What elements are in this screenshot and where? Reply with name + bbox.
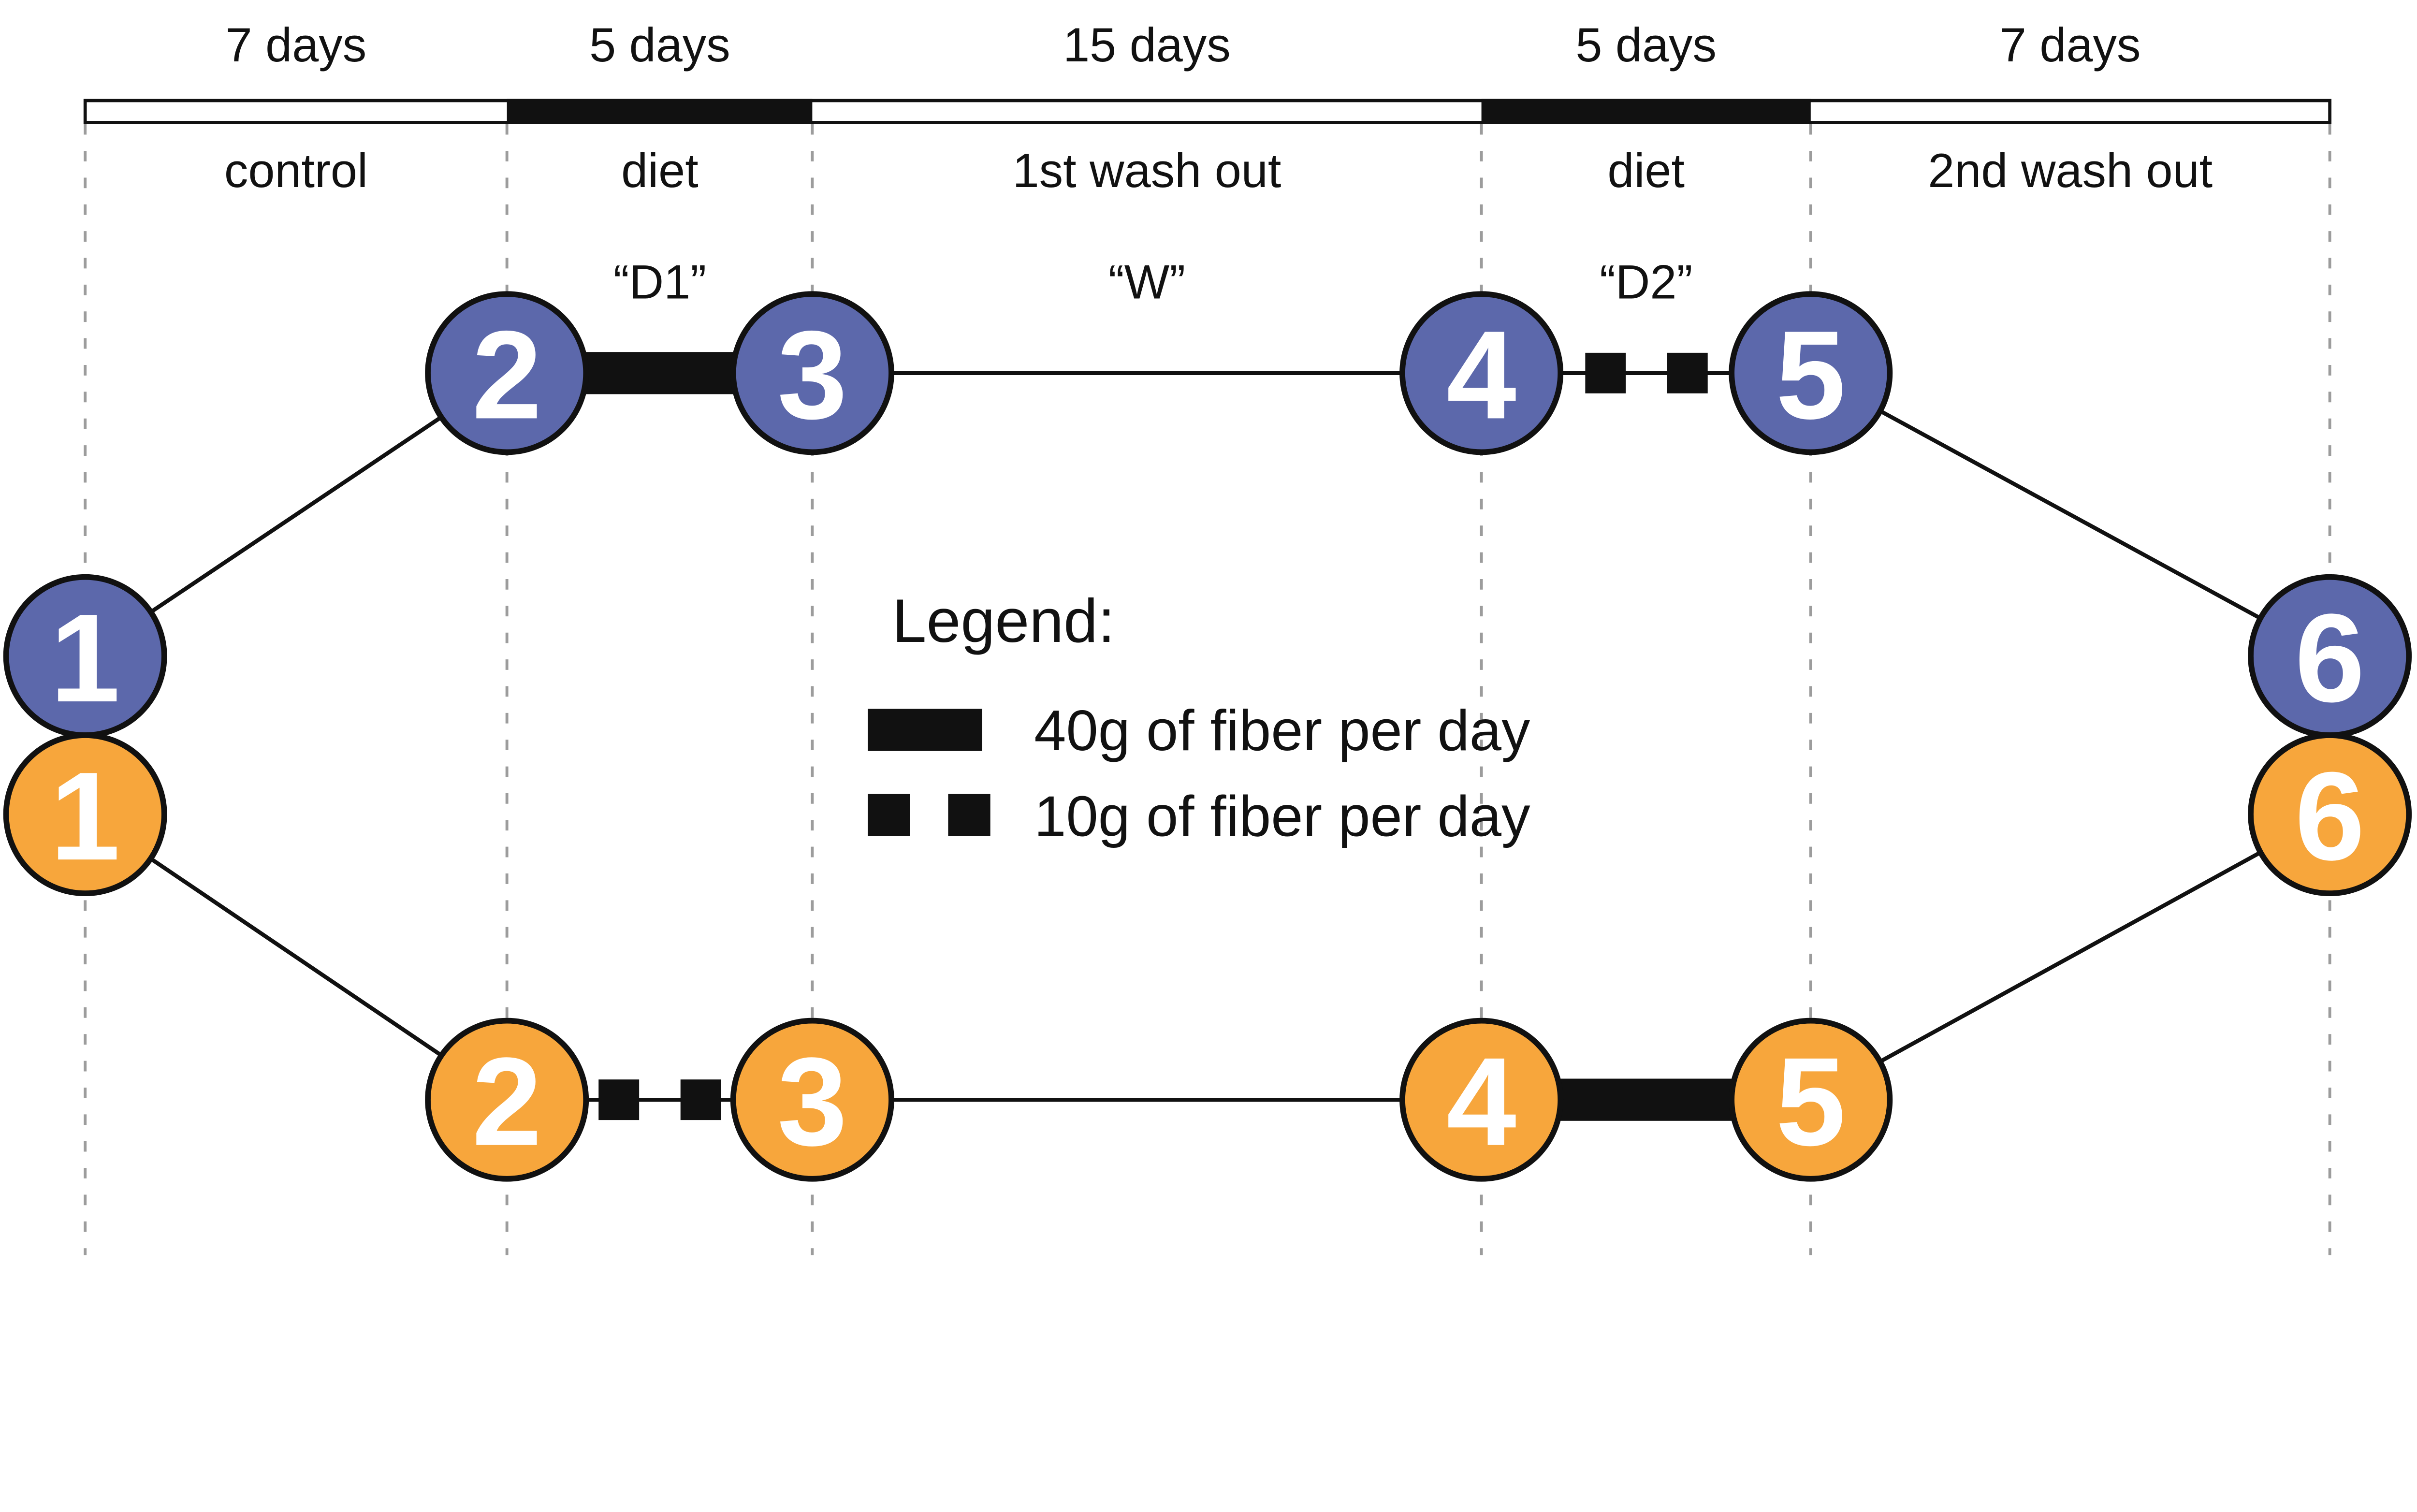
40g-bar-swatch-icon <box>868 709 982 751</box>
phase-sublabel-d2: “D2” <box>1600 255 1692 309</box>
arm-top-nodes: 1 2 3 4 5 6 <box>3 291 2412 738</box>
node-bottom-3: 3 <box>730 1018 894 1182</box>
duration-label: 5 days <box>589 18 730 72</box>
node-label: 1 <box>50 588 120 728</box>
edge-top-1-2 <box>84 371 508 658</box>
node-circle <box>2248 732 2412 897</box>
node-circle <box>1729 1018 1893 1182</box>
10g-square-icon <box>1667 352 1708 393</box>
phase-label: 1st wash out <box>1013 144 1281 197</box>
node-label: 2 <box>472 1032 542 1172</box>
phase-sublabels: “D1” “W” “D2” <box>613 255 1693 309</box>
phase-label: 2nd wash out <box>1928 144 2213 197</box>
node-bottom-6: 6 <box>2248 732 2412 897</box>
node-circle <box>730 291 894 455</box>
node-label: 5 <box>1776 1032 1846 1172</box>
diet-segment-d2 <box>1481 99 1811 124</box>
edge-top-5-6 <box>1809 371 2331 658</box>
edge-bottom-1-2 <box>84 813 509 1102</box>
crossover-study-diagram: 7 days 5 days 15 days 5 days 7 days cont… <box>3 17 2412 1255</box>
node-label: 4 <box>1446 1032 1517 1172</box>
10g-square-swatch-icon <box>948 794 990 836</box>
arm-top-edges <box>84 352 2331 658</box>
legend-item-10g: 10g of fiber per day <box>868 785 1530 849</box>
legend-title: Legend: <box>892 587 1115 655</box>
node-circle <box>1399 291 1564 455</box>
phase-durations: 7 days 5 days 15 days 5 days 7 days <box>226 18 2141 72</box>
phase-label: control <box>224 144 368 197</box>
node-bottom-5: 5 <box>1729 1018 1893 1182</box>
node-bottom-1: 1 <box>3 732 167 897</box>
node-label: 6 <box>2295 746 2365 887</box>
timeline-bar <box>83 99 2331 124</box>
node-label: 3 <box>777 305 847 445</box>
node-label: 6 <box>2295 588 2365 728</box>
10g-square-icon <box>1585 352 1626 393</box>
node-label: 5 <box>1776 305 1846 445</box>
phase-labels: control diet 1st wash out diet 2nd wash … <box>224 144 2213 197</box>
node-label: 3 <box>777 1032 847 1172</box>
duration-label: 7 days <box>2000 18 2141 72</box>
phase-label: diet <box>1607 144 1685 197</box>
10g-square-icon <box>680 1079 721 1120</box>
node-label: 4 <box>1446 305 1517 445</box>
study-design-figure: 7 days 5 days 15 days 5 days 7 days cont… <box>3 17 2412 1255</box>
node-top-6: 6 <box>2248 574 2412 738</box>
phase-sublabel-w: “W” <box>1108 255 1185 309</box>
phase-boundaries <box>84 124 2331 1255</box>
node-bottom-4: 4 <box>1399 1018 1564 1182</box>
node-label: 1 <box>50 746 120 887</box>
duration-label: 15 days <box>1063 18 1231 72</box>
node-top-5: 5 <box>1729 291 1893 455</box>
edge-bottom-5-6 <box>1809 812 2331 1102</box>
10g-square-swatch-icon <box>868 794 910 836</box>
phase-label: diet <box>621 144 699 197</box>
legend-item-label: 10g of fiber per day <box>1034 785 1530 849</box>
legend-item-label: 40g of fiber per day <box>1034 698 1530 763</box>
10g-square-icon <box>598 1079 640 1120</box>
node-top-2: 2 <box>425 291 589 455</box>
diet-segment-d1 <box>507 99 813 124</box>
node-top-1: 1 <box>3 574 167 738</box>
arm-bottom-edges <box>84 812 2331 1121</box>
node-circle <box>1729 291 1893 455</box>
node-circle <box>730 1018 894 1182</box>
node-circle <box>1399 1018 1564 1182</box>
node-top-3: 3 <box>730 291 894 455</box>
arm-bottom-nodes: 1 2 3 4 5 6 <box>3 732 2412 1182</box>
node-bottom-2: 2 <box>425 1018 589 1182</box>
phase-sublabel-d1: “D1” <box>613 255 706 309</box>
legend-item-40g: 40g of fiber per day <box>868 698 1530 763</box>
duration-label: 7 days <box>226 18 367 72</box>
node-circle <box>3 732 167 897</box>
legend: Legend: 40g of fiber per day 10g of fibe… <box>868 587 1530 849</box>
node-top-4: 4 <box>1399 291 1564 455</box>
duration-label: 5 days <box>1575 18 1717 72</box>
node-label: 2 <box>472 305 542 445</box>
node-circle <box>425 1018 589 1182</box>
node-circle <box>425 291 589 455</box>
timeline-bar-outline <box>83 99 2331 124</box>
